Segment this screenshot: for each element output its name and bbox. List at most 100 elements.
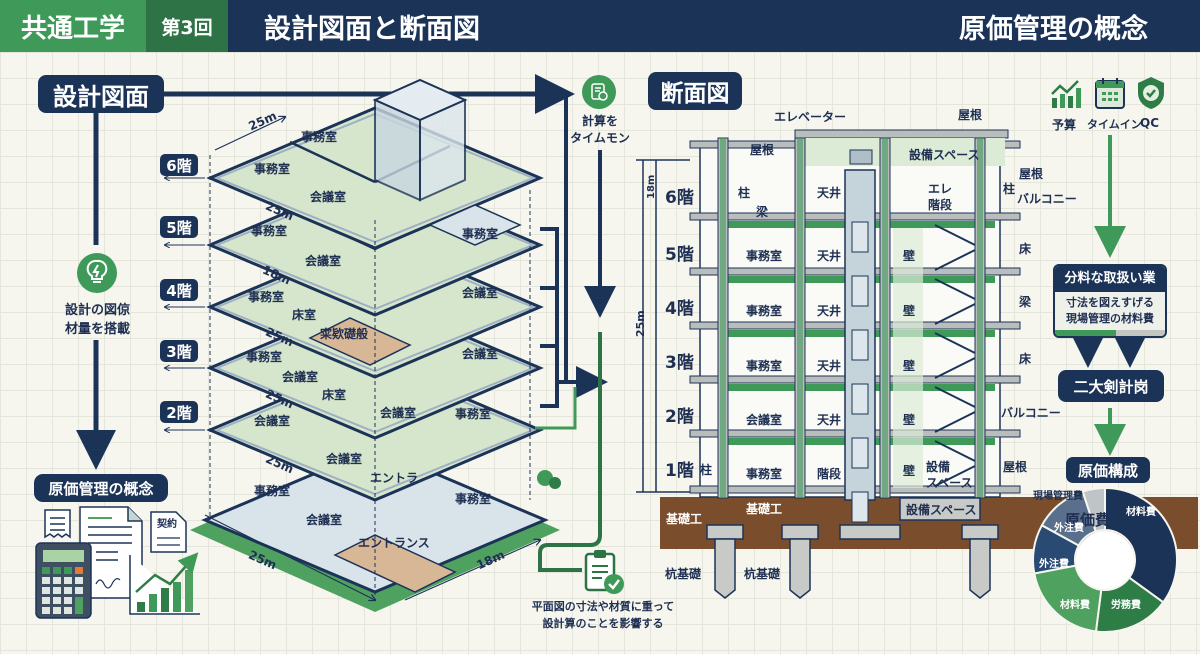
plan-floor-tag-4: 4階 — [160, 279, 198, 301]
column-rebar — [797, 138, 803, 498]
stair-flight — [934, 357, 976, 379]
row-f5-mid: 天井 — [817, 249, 842, 263]
plan-floor-tag-5: 5階 — [160, 216, 198, 238]
foundation-center-label: 基礎工 — [746, 502, 783, 516]
cost-breakdown-donut — [1032, 486, 1178, 633]
room-f6-3: 会議室 — [310, 190, 347, 204]
room-f5-2: 会議室 — [305, 254, 342, 268]
label-ceiling-f6: 天井 — [817, 186, 842, 200]
room-f2-1: 会議室 — [254, 414, 291, 428]
row-f4-wall: 壁 — [903, 304, 916, 318]
pie-label-material-1: 材料費 — [1126, 507, 1156, 518]
room-f6-1: 事務室 — [301, 130, 338, 144]
height-top-label: 18m — [646, 174, 657, 199]
row-f4-mid: 天井 — [817, 304, 842, 318]
dimension-line-bottom-right — [404, 540, 540, 601]
room-f5-3: 事務室 — [462, 227, 499, 241]
equipment-space-top — [805, 138, 1005, 166]
handling-box-line1: 寸法を図えすげる — [1066, 296, 1154, 309]
column-rebar — [882, 138, 888, 498]
clipboard-check-icon — [584, 548, 626, 596]
row-f2-room: 会議室 — [746, 413, 783, 427]
room-f2-2: 会議室 — [326, 452, 363, 466]
pie-label-subcontract-2: 外注費 — [1054, 523, 1084, 534]
right-label-balcony: バルコニー — [1017, 192, 1077, 206]
roof-slab — [794, 129, 1009, 139]
label-column-f6: 柱 — [738, 186, 751, 200]
room-f6-2: 事務室 — [254, 162, 291, 176]
elevator-machine — [849, 149, 873, 165]
isometric-floor-plans — [165, 78, 561, 612]
section-floor-4: 4階 — [665, 299, 694, 319]
cost-management-label: 原価管理の概念 — [34, 474, 168, 502]
label-stair-f6: エレ 階段 — [928, 182, 953, 212]
pie-title: 原価構成 — [1066, 457, 1150, 483]
pie-label-site-management: 現場管理費 — [1033, 491, 1083, 502]
foundation-equipment-label: 設備スペース — [906, 503, 977, 517]
room-f4-4: 寀欵礎般 — [320, 327, 369, 341]
room-f3-5: 会議室 — [462, 347, 499, 361]
calc-caption: 計算を タイムモン — [560, 113, 640, 147]
stair-flight — [934, 465, 976, 487]
elevator-door — [851, 221, 869, 253]
progress-remaining — [1115, 330, 1165, 336]
right-flow-connectors — [1072, 135, 1146, 456]
elevator-pit-footing — [839, 524, 901, 540]
handling-info-box: 分料な取扱い業 寸法を図えすげる 現場管理の材料費 — [1053, 264, 1167, 338]
label-elevator: エレベーター — [774, 110, 847, 124]
interior-wall — [289, 140, 376, 184]
right-label-column: 柱 — [1003, 182, 1016, 196]
icon-label-timeline: タイムイン — [1087, 118, 1142, 131]
pie-label-subcontract-1: 外注費 — [1039, 559, 1069, 570]
column-rebar — [720, 138, 726, 498]
pile — [789, 538, 811, 599]
budget-chart-icon — [1050, 78, 1082, 110]
tree-icon — [537, 470, 553, 486]
floor-1-entrance — [333, 534, 457, 593]
section-floor-1: 1階 — [665, 461, 694, 481]
floor-6-void — [428, 204, 522, 246]
right-label-floor: 床 — [1019, 242, 1032, 256]
design-drawing-label: 設計図面 — [38, 75, 164, 113]
room-f4-3: 会議室 — [462, 286, 499, 300]
right-section-title: 原価管理の概念 — [959, 13, 1148, 45]
room-f2-4: エントラ — [370, 471, 419, 485]
handling-progress-bar — [1055, 330, 1165, 336]
plan-floor-tag-2: 2階 — [160, 401, 198, 423]
progress-fill — [1055, 330, 1116, 336]
room-f3-2: 会議室 — [282, 370, 319, 384]
equipment-f1-line2: スペース — [926, 476, 973, 490]
room-f1-4: 事務室 — [455, 492, 492, 506]
room-f1-3: エントランス — [358, 536, 430, 550]
elevator-door — [851, 275, 869, 307]
elevator-door — [851, 437, 869, 469]
calc-caption-line2: タイムモン — [570, 131, 630, 145]
right-label-balcony-2: バルコニー — [1001, 406, 1061, 420]
pie-center-label: 原価費 — [1065, 511, 1111, 529]
elevator-door — [851, 329, 869, 361]
clipboard-caption: 平面図の寸法や材質に重って 設計算のことを影響する — [518, 598, 688, 632]
stair-flight — [934, 332, 976, 354]
result-label: 二大剣計岗 — [1058, 370, 1164, 402]
clip-caption-line1: 平面図の寸法や材質に重って — [531, 600, 675, 613]
footing — [961, 524, 999, 540]
row-f1-room: 事務室 — [746, 467, 783, 481]
section-floor-2: 2階 — [665, 407, 694, 427]
contract-label: 契約 — [157, 519, 177, 530]
section-drawing-label: 断面図 — [648, 72, 742, 110]
row-f5-wall: 壁 — [903, 249, 916, 263]
label-equipment-top: 設備スペース — [909, 148, 980, 162]
icon-label-budget: 予算 — [1052, 118, 1077, 132]
elevator-door — [851, 383, 869, 415]
room-f2-3: 事務室 — [455, 407, 492, 421]
bulb-caption-line1: 設計の図倞 — [64, 303, 130, 318]
room-f3-3: 床室 — [322, 388, 347, 402]
pie-slice — [1081, 486, 1106, 533]
label-column-f1: 柱 — [700, 463, 713, 477]
section-floor-6: 6階 — [665, 188, 694, 208]
bulb-caption: 設計の図倞 材量を搭載 — [40, 301, 155, 339]
label-equipment-f1: 設備 スペース — [926, 459, 973, 491]
pie-label-labor: 労務費 — [1111, 600, 1141, 611]
right-label-roof: 屋根 — [1019, 167, 1044, 181]
